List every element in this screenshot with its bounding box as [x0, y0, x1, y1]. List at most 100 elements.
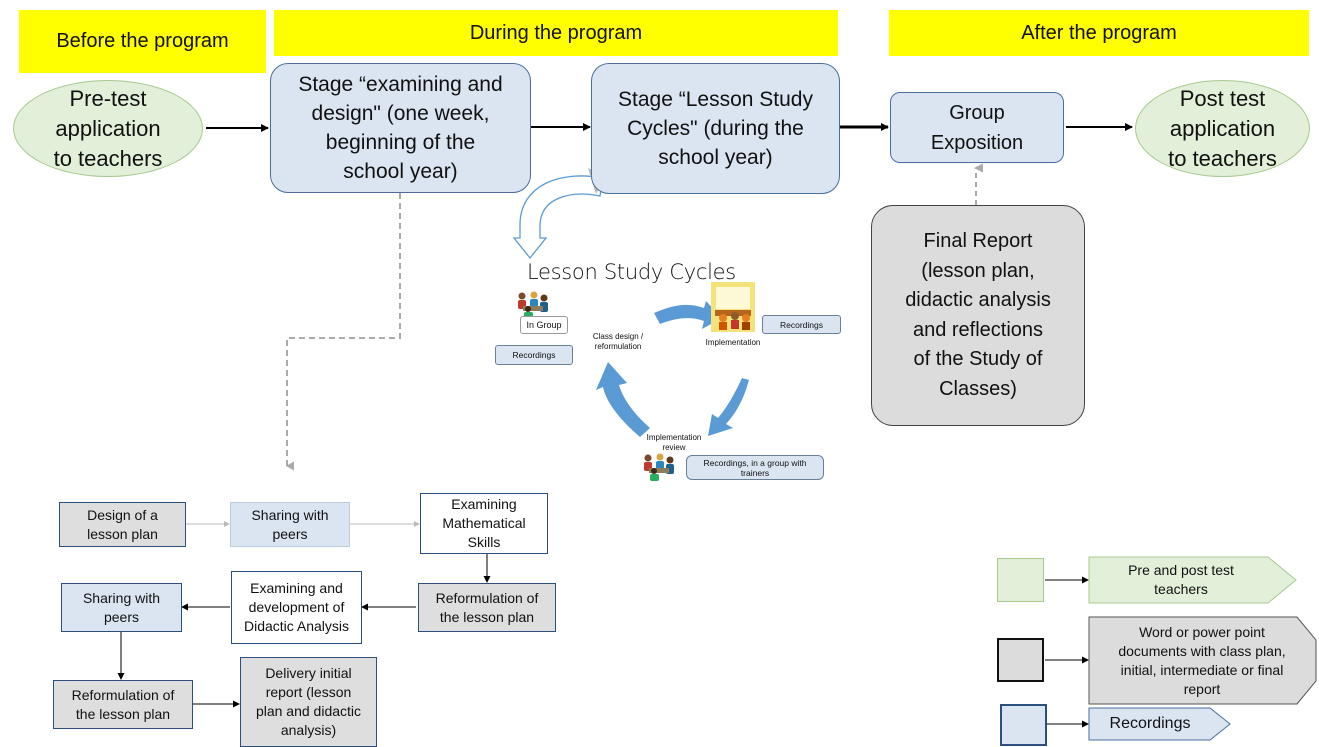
reform1-line-2: the lesson plan	[439, 608, 535, 625]
reformulation-box-2: Reformulation of the lesson plan	[53, 680, 193, 729]
dashed-connector-stage1-flow	[286, 193, 401, 471]
sharing1-line-1: Sharing with	[251, 506, 329, 523]
rec-trainers-line-2: trainers	[740, 467, 770, 478]
sharing1-line-2: peers	[272, 525, 308, 542]
legend-word-line-2: documents with class plan,	[1118, 642, 1286, 659]
legend-tag-recordings-shape	[1088, 707, 1231, 741]
examdev-line-1: Examining and	[250, 580, 343, 596]
report-line-2: (lesson plan,	[921, 259, 1035, 282]
report-line-3: didactic analysis	[905, 289, 1051, 311]
examining-math-line-3: Skills	[467, 534, 501, 550]
recordings-right-label: Recordings	[780, 319, 823, 330]
phase-before-label: Before the program	[56, 30, 229, 52]
phase-before: Before the program	[19, 10, 266, 73]
legend-tag-word-shape	[1088, 616, 1317, 705]
legend-word-line-1: Word or power point	[1139, 623, 1265, 640]
stage2-line-2: Cycles" (during the	[627, 117, 804, 140]
reform1-line-1: Reformulation of	[435, 589, 539, 606]
group-exposition: Group Exposition	[890, 92, 1064, 163]
phase-after: After the program	[889, 10, 1309, 56]
delivery-line-4: analysis)	[280, 722, 337, 738]
recordings-left-label: Recordings	[512, 350, 556, 360]
sharing-peers-box-1: Sharing with peers	[230, 502, 350, 547]
legend-recordings-label: Recordings	[1109, 715, 1191, 732]
reformulation-box-1: Reformulation of the lesson plan	[418, 583, 556, 632]
in-group-label: In Group	[526, 320, 562, 330]
stage1-line-3: beginning of the	[325, 131, 476, 154]
posttest-line-2: application	[1169, 115, 1276, 141]
curved-arrow-stage2-cycle	[512, 175, 604, 260]
class-design-line-1: Class design /	[592, 332, 644, 341]
teachers-trainers-icon	[644, 453, 674, 481]
report-line-4: and reflections	[912, 318, 1044, 341]
legend-tag-prepost-shape	[1088, 556, 1297, 604]
rec-trainers-line-1: Recordings, in a group with	[703, 457, 807, 468]
pretest-line-1: Pre-test	[69, 85, 147, 111]
legend-prepost-line-2: teachers	[1154, 581, 1208, 597]
pretest-line-2: application	[55, 115, 161, 141]
stage2-line-3: school year)	[658, 146, 773, 169]
posttest-line-3: to teachers	[1168, 145, 1277, 171]
legend-swatch-green	[997, 558, 1044, 602]
examdev-line-3: Didactic Analysis	[243, 618, 350, 634]
stage-examining-design: Stage “examining and design" (one week, …	[270, 63, 531, 193]
reform2-line-2: the lesson plan	[75, 705, 171, 722]
implementation-label: Implementation	[705, 338, 761, 347]
examining-math-skills-box: Examining Mathematical Skills	[420, 493, 548, 554]
report-line-6: Classes)	[939, 377, 1017, 400]
legend-word-text: Word or power point documents with class…	[1091, 618, 1313, 703]
stage1-line-4: school year)	[343, 160, 458, 183]
sharing2-line-2: peers	[103, 608, 139, 625]
design-lesson-plan-box: Design of a lesson plan	[59, 502, 186, 547]
in-group-tag: In Group	[520, 316, 568, 334]
examining-math-line-1: Examining	[451, 496, 517, 512]
legend-prepost-line-1: Pre and post test	[1128, 562, 1234, 578]
class-design-label: Class design / reformulation	[583, 332, 653, 352]
design-line-2: lesson plan	[87, 525, 158, 542]
pretest-line-3: to teachers	[53, 145, 163, 171]
legend-swatch-blue	[1000, 704, 1047, 746]
legend-word-line-3: initial, intermediate or final	[1120, 661, 1284, 678]
legend-word-line-4: report	[1183, 680, 1221, 697]
cycle-arrow-left	[596, 362, 650, 437]
design-line-1: Design of a	[87, 506, 158, 523]
report-line-1: Final Report	[923, 230, 1033, 252]
delivery-line-3: plan and didactic	[255, 703, 362, 719]
stage1-line-1: Stage “examining and	[298, 73, 503, 96]
phase-during-label: During the program	[469, 21, 643, 44]
pretest-node: Pre-test application to teachers	[13, 80, 203, 177]
examining-math-line-2: Mathematical	[442, 515, 526, 531]
sharing-peers-box-2: Sharing with peers	[61, 583, 182, 632]
reform2-line-1: Reformulation of	[71, 686, 175, 703]
group-line-1: Group	[949, 101, 1005, 124]
group-line-2: Exposition	[930, 131, 1024, 154]
posttest-node: Post test application to teachers	[1135, 80, 1310, 177]
teachers-group-icon	[518, 291, 548, 319]
delivery-line-1: Delivery initial	[265, 665, 352, 681]
legend-swatch-grey	[997, 638, 1044, 682]
phase-during: During the program	[274, 10, 838, 56]
stage1-line-2: design" (one week,	[311, 102, 490, 125]
cycle-title: Lesson Study Cycles	[527, 260, 736, 284]
report-line-5: of the Study of	[913, 348, 1043, 370]
delivery-report-box: Delivery initial report (lesson plan and…	[240, 657, 377, 747]
sharing2-line-1: Sharing with	[82, 589, 161, 606]
final-report: Final Report (lesson plan, didactic anal…	[871, 205, 1085, 426]
review-line-1: Implementation	[646, 433, 702, 442]
delivery-line-2: report (lesson	[265, 684, 352, 700]
legend-recordings-text: Recordings	[1091, 709, 1209, 739]
review-label: Implementation review	[637, 433, 711, 453]
cycle-arrow-right	[708, 378, 749, 436]
recordings-left-tag: Recordings	[495, 345, 573, 365]
review-line-2: review	[662, 443, 686, 452]
recordings-right-tag: Recordings	[762, 315, 841, 334]
class-design-line-2: reformulation	[594, 342, 642, 351]
stage2-line-1: Stage “Lesson Study	[618, 88, 813, 111]
stage-lesson-study-cycles: Stage “Lesson Study Cycles" (during the …	[591, 63, 840, 194]
cycle-arrow-top	[654, 301, 722, 329]
classroom-icon	[711, 282, 755, 332]
phase-after-label: After the program	[1021, 21, 1177, 44]
legend-prepost-text: Pre and post test teachers	[1092, 558, 1270, 602]
posttest-line-1: Post test	[1179, 85, 1266, 111]
